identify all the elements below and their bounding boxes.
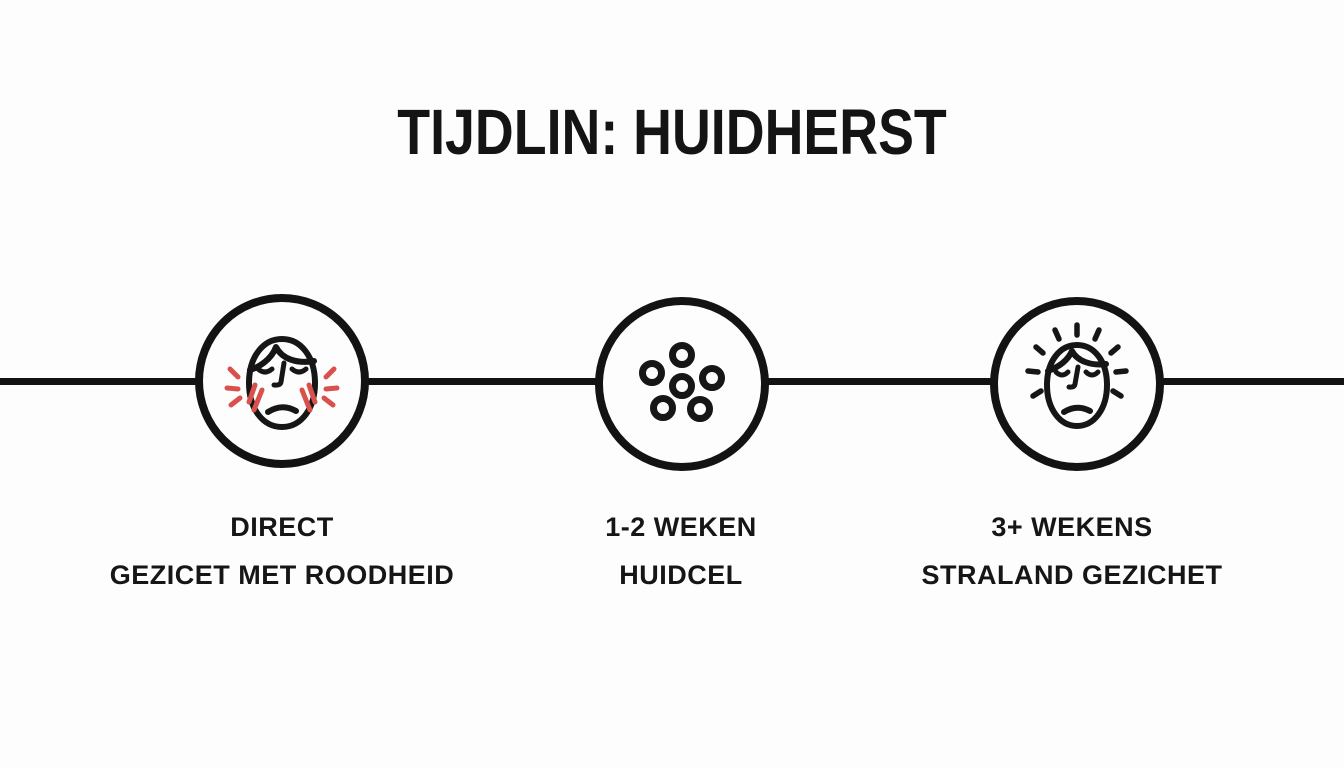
skin-cells-icon	[639, 342, 725, 422]
timeline-node-direct	[195, 294, 369, 468]
step-time: 1-2 WEKEN	[605, 512, 757, 542]
radiant-face-icon	[1025, 322, 1129, 429]
page-title: TIJDLIN: HUIDHERST	[397, 96, 947, 168]
step-label: GEZICET MET ROODHEID	[109, 560, 455, 590]
step-time: 3+ WEKENS	[991, 512, 1153, 542]
step-caption-direct: DIRECT GEZICET MET ROODHEID	[42, 512, 522, 591]
timeline-node-1-2-weken	[595, 297, 769, 471]
step-time: DIRECT	[230, 512, 334, 542]
step-caption-1-2-weken: 1-2 WEKEN HUIDCEL	[441, 512, 921, 591]
step-caption-3-wekens: 3+ WEKENS STRALAND GEZICHET	[832, 512, 1312, 591]
step-label: HUIDCEL	[619, 560, 743, 590]
step-label: STRALAND GEZICHET	[921, 560, 1223, 590]
timeline-node-3-wekens	[990, 297, 1164, 471]
irritated-face-icon	[224, 336, 340, 430]
